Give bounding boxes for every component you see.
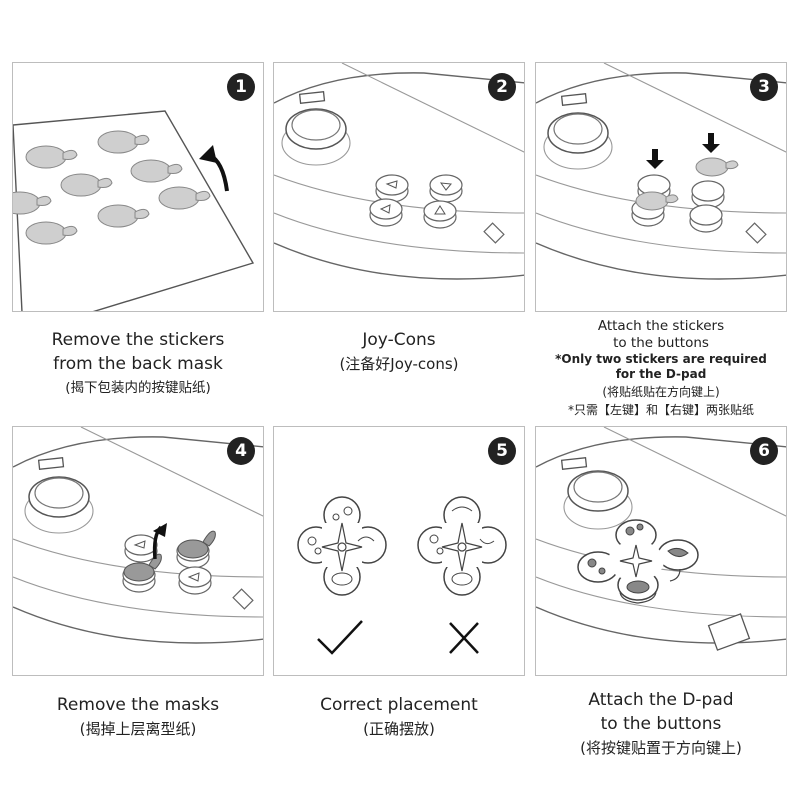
step-number-badge: 5 — [488, 437, 516, 465]
attach-stickers-illustration — [536, 63, 786, 280]
step-3-caption: Attach the stickers to the buttons *Only… — [531, 318, 791, 419]
step-2-caption: Joy-Cons (注备好Joy-cons) — [269, 328, 529, 376]
step-4-caption: Remove the masks (揭掉上层离型纸) — [8, 693, 268, 741]
step-1-caption: Remove the stickers from the back mask (… — [8, 328, 268, 400]
caption-line: *只需【左键】和【右键】两张贴纸 — [567, 403, 754, 417]
caption-line: (揭下包装内的按键贴纸) — [65, 380, 211, 396]
step-number-badge: 1 — [227, 73, 255, 101]
caption-line: *Only two stickers are required — [555, 352, 767, 366]
caption-line: Correct placement — [320, 695, 478, 715]
caption-line: Remove the stickers — [51, 330, 225, 350]
step-5-caption: Correct placement (正确摆放) — [269, 693, 529, 741]
caption-line: to the buttons — [600, 714, 722, 734]
joycon-illustration — [274, 63, 524, 280]
caption-line: (正确摆放) — [363, 720, 435, 738]
caption-line: to the buttons — [613, 335, 709, 351]
placement-comparison-illustration — [297, 496, 507, 655]
step-number-badge: 3 — [750, 73, 778, 101]
incorrect-dpad — [417, 496, 507, 596]
caption-line: Remove the masks — [56, 695, 220, 715]
step-3-panel: 3 — [535, 62, 787, 312]
step-5-panel: 5 — [273, 426, 525, 676]
caption-line: for the D-pad — [615, 367, 707, 381]
peel-arrow-icon — [199, 145, 217, 163]
caption-line: (将贴纸贴在方向键上) — [602, 385, 720, 399]
caption-line: from the back mask — [53, 354, 223, 374]
x-mark-icon — [449, 622, 479, 654]
caption-line: Attach the D-pad — [588, 690, 734, 710]
step-number-badge: 2 — [488, 73, 516, 101]
sticker-sheet-illustration — [13, 110, 255, 311]
step-number-badge: 6 — [750, 437, 778, 465]
step-6-caption: Attach the D-pad to the buttons (将按键贴置于方… — [531, 688, 791, 760]
remove-masks-illustration — [13, 427, 263, 644]
step-number-badge: 4 — [227, 437, 255, 465]
step-2-panel: 2 — [273, 62, 525, 312]
caption-line: (注备好Joy-cons) — [339, 355, 459, 373]
step-4-panel: 4 — [12, 426, 264, 676]
caption-line: Joy-Cons — [362, 330, 436, 350]
attach-dpad-illustration — [536, 427, 786, 651]
correct-dpad — [297, 496, 387, 596]
step-1-panel: 1 — [12, 62, 264, 312]
caption-line: (将按键贴置于方向键上) — [580, 739, 742, 757]
caption-line: Attach the stickers — [597, 318, 725, 334]
check-mark-icon — [317, 620, 363, 655]
step-6-panel: 6 — [535, 426, 787, 676]
caption-line: (揭掉上层离型纸) — [79, 720, 197, 738]
peel-arrow-icon — [153, 523, 167, 537]
